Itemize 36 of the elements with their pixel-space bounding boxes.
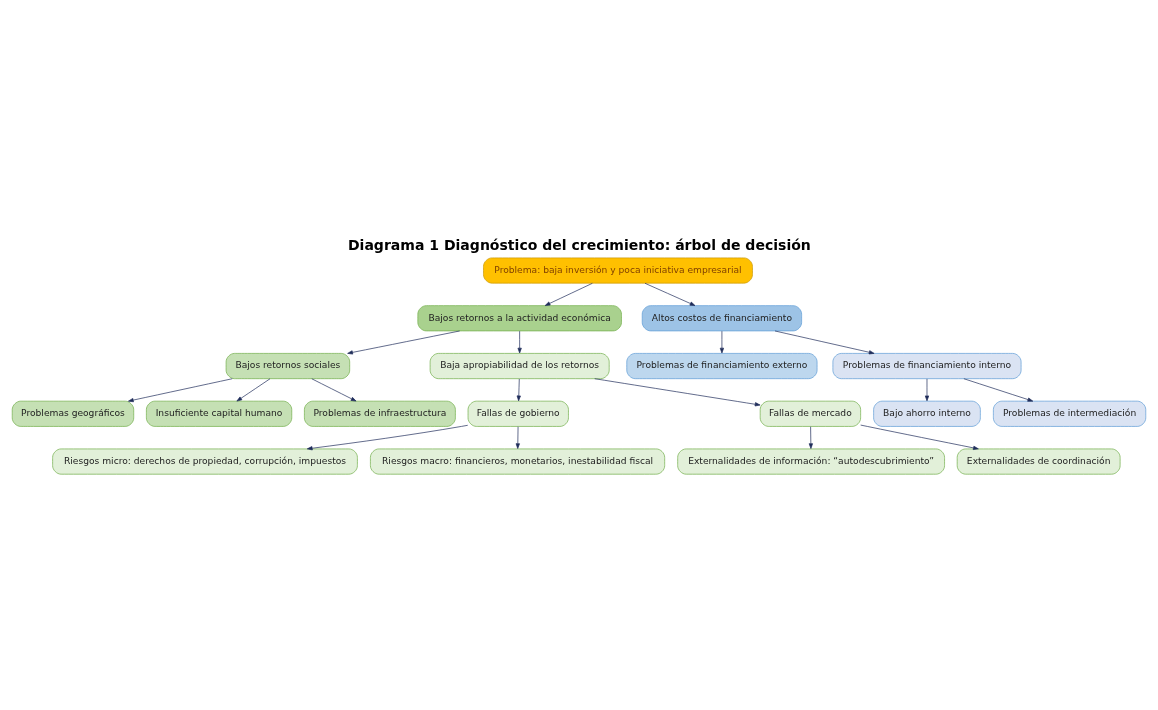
arrow — [236, 377, 271, 401]
arrow — [808, 425, 813, 449]
arrow — [594, 377, 761, 406]
node-box: Altos costos de financiamiento — [641, 304, 802, 331]
arrow — [719, 330, 724, 353]
arrow — [644, 282, 696, 306]
node-box: Problemas geográficos — [11, 400, 135, 427]
node-box: Bajos retornos a la actividad económica — [417, 304, 622, 331]
node-box: Problemas de financiamiento interno — [832, 352, 1022, 379]
node-box: Riesgos macro: financieros, monetarios, inestabilidad fiscal — [370, 448, 666, 475]
arrow — [311, 377, 357, 401]
arrow — [774, 330, 875, 354]
node-box: Fallas de mercado — [759, 400, 861, 427]
arrow — [516, 378, 521, 401]
arrow — [963, 377, 1034, 402]
node-box: Externalidades de coordinación — [956, 448, 1121, 475]
node-box: Problemas de financiamiento externo — [626, 352, 818, 379]
arrow — [544, 282, 593, 306]
arrow — [128, 377, 233, 402]
node-box: Insuficiente capital humano — [146, 400, 293, 427]
diagram-title: Diagrama 1 Diagnóstico del crecimiento: árbol de decisión — [347, 236, 811, 253]
node-box: Externalidades de información: “autodescubrimiento” — [677, 448, 945, 475]
node-box: Riesgos micro: derechos de propiedad, corrupción, impuestos — [52, 448, 358, 475]
node-box: Problemas de infraestructura — [304, 400, 456, 427]
node-box: Bajo ahorro interno — [873, 400, 981, 427]
node-box: Fallas de gobierno — [467, 400, 569, 427]
arrow — [306, 424, 469, 450]
arrow — [347, 330, 461, 354]
node-box: Bajos retornos sociales — [225, 352, 351, 379]
arrow — [924, 378, 930, 401]
node-box: Problema: baja inversión y poca iniciativa empresarial — [483, 257, 753, 283]
arrow — [515, 425, 520, 449]
arrow — [860, 424, 979, 450]
arrow — [517, 330, 522, 353]
node-box: Baja apropiabilidad de los retornos — [429, 352, 610, 379]
node-box: Problemas de intermediación — [993, 400, 1147, 427]
